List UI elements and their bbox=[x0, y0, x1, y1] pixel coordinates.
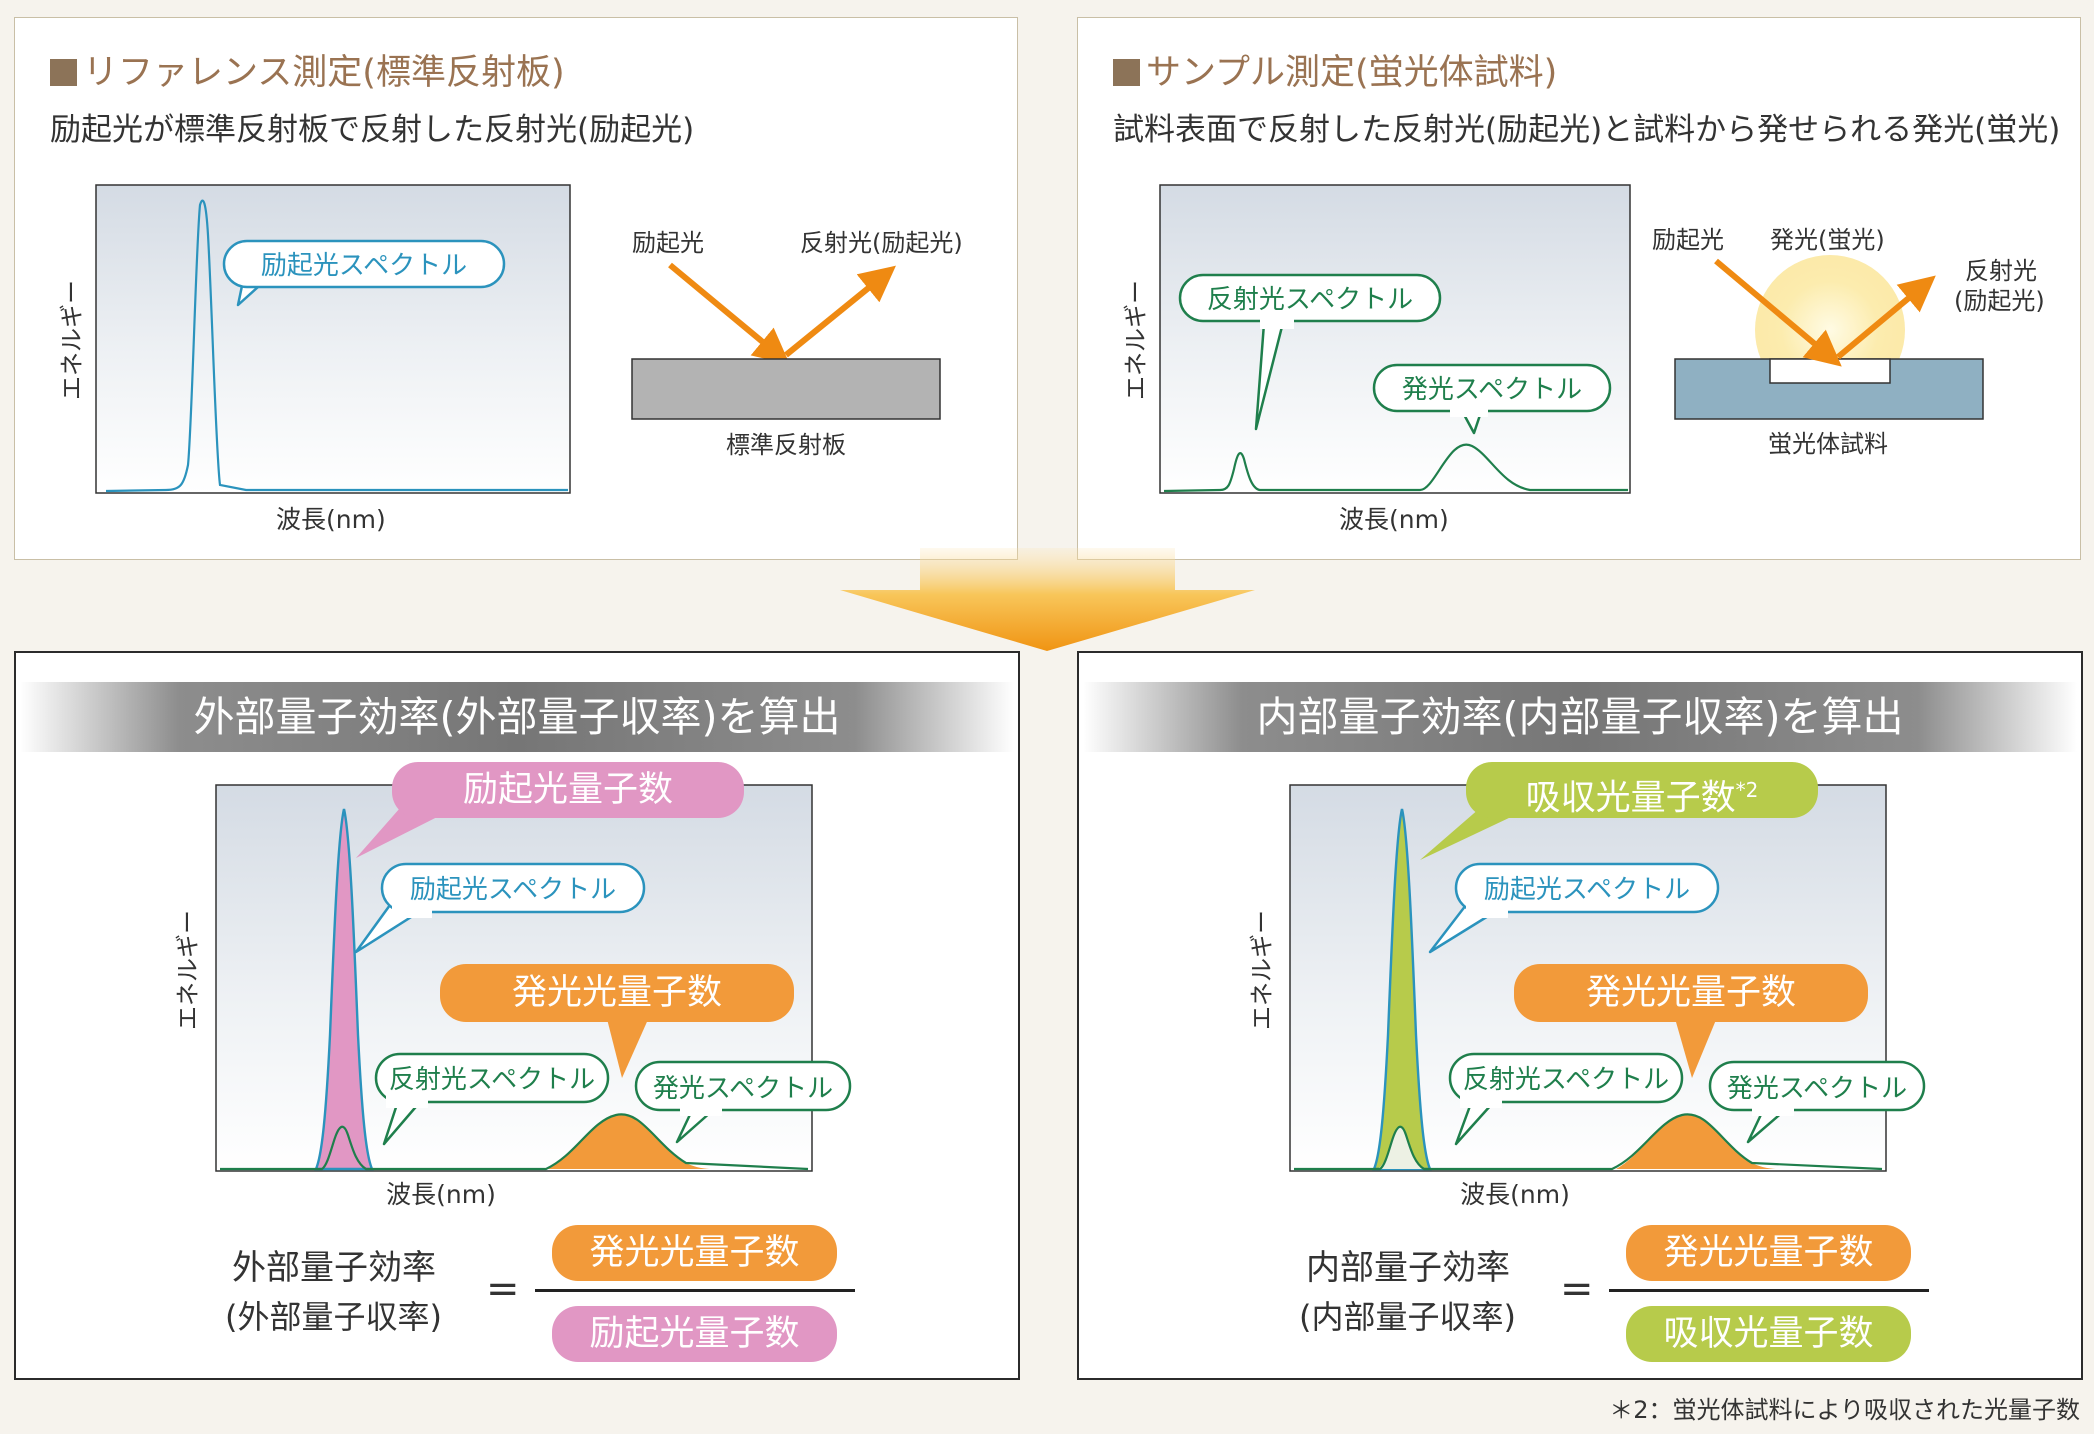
reference-y-axis-label: エネルギー bbox=[52, 280, 92, 400]
excitation-callout bbox=[222, 239, 506, 289]
external-heading: 外部量子効率(外部量子収率)を算出 bbox=[20, 682, 1014, 752]
excitation-photon-pill: 励起光量子数 bbox=[392, 762, 744, 818]
reflect-area bbox=[1378, 1126, 1424, 1169]
svg-text:エネルギー: エネルギー bbox=[58, 280, 86, 400]
absorbed-pill-text: 吸収光量子数 bbox=[1525, 778, 1736, 819]
reflected-label-line2: (励起光) bbox=[1954, 287, 2045, 315]
sample-title: サンプル測定(蛍光体試料) bbox=[1113, 44, 1557, 95]
combined-spectrum bbox=[1294, 1113, 1883, 1171]
sample-y-axis-label: エネルギー bbox=[1116, 280, 1156, 400]
emission-callout bbox=[1372, 363, 1612, 413]
reference-reflection-figure: 励起光 反射光(励起光) 標準反射板 bbox=[631, 229, 963, 459]
internal-y-axis-label: エネルギー bbox=[1248, 910, 1276, 1030]
excitation-callout bbox=[1454, 862, 1720, 914]
sample-label: 蛍光体試料 bbox=[1768, 430, 1888, 458]
internal-x-axis-label: 波長(nm) bbox=[1460, 1180, 1570, 1209]
reflected-label: 反射光(励起光) bbox=[800, 229, 963, 257]
excitation-peak bbox=[105, 199, 568, 493]
sample-description: 試料表面で反射した反射光(励起光)と試料から発せられる発光(蛍光) bbox=[1113, 112, 2061, 148]
internal-fraction-line bbox=[1609, 1289, 1929, 1292]
external-numerator-pill: 発光光量子数 bbox=[552, 1225, 837, 1281]
external-formula-equals: = bbox=[486, 1266, 520, 1312]
reference-description: 励起光が標準反射板で反射した反射光(励起光) bbox=[50, 112, 695, 148]
combined-spectrum bbox=[1163, 443, 1628, 493]
standard-reflector-plate bbox=[631, 358, 941, 420]
absorbed-pill-sup: *2 bbox=[1735, 778, 1759, 802]
reflected-arrow bbox=[1836, 275, 1936, 360]
emission-callout-text: 発光スペクトル bbox=[653, 1074, 833, 1104]
emission-area bbox=[1616, 1114, 1778, 1169]
internal-formula-lhs-line2: (内部量子収率) bbox=[1299, 1298, 1516, 1336]
reflect-callout bbox=[1448, 1052, 1684, 1104]
internal-heading: 内部量子効率(内部量子収率)を算出 bbox=[1083, 682, 2077, 752]
emission-area bbox=[548, 1114, 712, 1169]
external-formula-lhs-line2: (外部量子収率) bbox=[225, 1298, 442, 1336]
reference-title: リファレンス測定(標準反射板) bbox=[50, 44, 565, 95]
down-arrow-icon bbox=[840, 548, 1255, 651]
external-formula-lhs-line1: 外部量子効率 bbox=[232, 1248, 436, 1288]
reflect-callout-text: 反射光スペクトル bbox=[389, 1065, 595, 1095]
emission-photon-pill: 発光光量子数 bbox=[1514, 964, 1868, 1022]
title-square-icon bbox=[50, 59, 77, 86]
svg-text:エネルギー: エネルギー bbox=[1122, 280, 1150, 400]
emission-pill-tail bbox=[1674, 1015, 1718, 1078]
external-denominator-pill: 励起光量子数 bbox=[552, 1306, 837, 1362]
absorbed-photon-pill: 吸収光量子数*2 bbox=[1466, 762, 1818, 819]
internal-denominator-pill: 吸収光量子数 bbox=[1626, 1306, 1911, 1362]
plate-label: 標準反射板 bbox=[726, 431, 846, 459]
emission-pill-tail bbox=[606, 1015, 650, 1078]
emission-photon-pill: 発光光量子数 bbox=[440, 964, 794, 1022]
footnote: ＊2：蛍光体試料により吸収された光量子数 bbox=[1609, 1396, 2080, 1424]
incident-label: 励起光 bbox=[632, 229, 704, 257]
external-x-axis-label: 波長(nm) bbox=[386, 1180, 496, 1209]
reflect-callout bbox=[1178, 273, 1442, 323]
sample-emission-figure: 励起光 発光(蛍光) 反射光 (励起光) 蛍光体試料 bbox=[1652, 226, 2045, 458]
reflect-callout-text: 反射光スペクトル bbox=[1207, 285, 1413, 315]
reflect-callout bbox=[374, 1052, 610, 1104]
excitation-callout-text: 励起光スペクトル bbox=[1484, 875, 1690, 905]
excitation-area bbox=[314, 808, 374, 1171]
excitation-callout bbox=[380, 862, 646, 914]
incident-label: 励起光 bbox=[1652, 226, 1724, 254]
emission-callout-text: 発光スペクトル bbox=[1402, 375, 1582, 405]
incident-arrow bbox=[668, 262, 790, 365]
reflect-callout-text: 反射光スペクトル bbox=[1463, 1065, 1669, 1095]
excitation-callout-text: 励起光スペクトル bbox=[410, 875, 616, 905]
reflected-arrow bbox=[784, 265, 896, 358]
external-y-axis-label: エネルギー bbox=[174, 910, 202, 1030]
title-square-icon bbox=[1113, 59, 1140, 86]
reference-spectrum-chart: 励起光スペクトル bbox=[95, 184, 571, 494]
sample-spectrum-chart: 反射光スペクトル 発光スペクトル bbox=[1159, 184, 1631, 494]
absorbed-area bbox=[1372, 808, 1432, 1171]
incident-arrow bbox=[1714, 258, 1842, 367]
reference-x-axis-label: 波長(nm) bbox=[276, 505, 386, 534]
internal-numerator-pill: 発光光量子数 bbox=[1626, 1225, 1911, 1281]
plot-area bbox=[1159, 184, 1631, 494]
excitation-pill-tail bbox=[356, 808, 455, 858]
emission-label: 発光(蛍光) bbox=[1770, 226, 1885, 254]
sample-x-axis-label: 波長(nm) bbox=[1339, 505, 1449, 534]
internal-formula-lhs-line1: 内部量子効率 bbox=[1306, 1248, 1510, 1288]
external-fraction-line bbox=[535, 1289, 855, 1292]
plot-area bbox=[95, 184, 571, 494]
emission-callout-text: 発光スペクトル bbox=[1727, 1074, 1907, 1104]
excitation-callout-text: 励起光スペクトル bbox=[261, 251, 467, 281]
absorbed-pill-tail bbox=[1420, 808, 1530, 860]
combined-spectrum bbox=[220, 1113, 809, 1171]
reflected-label-line1: 反射光 bbox=[1965, 257, 2037, 285]
internal-formula-equals: = bbox=[1560, 1266, 1594, 1312]
